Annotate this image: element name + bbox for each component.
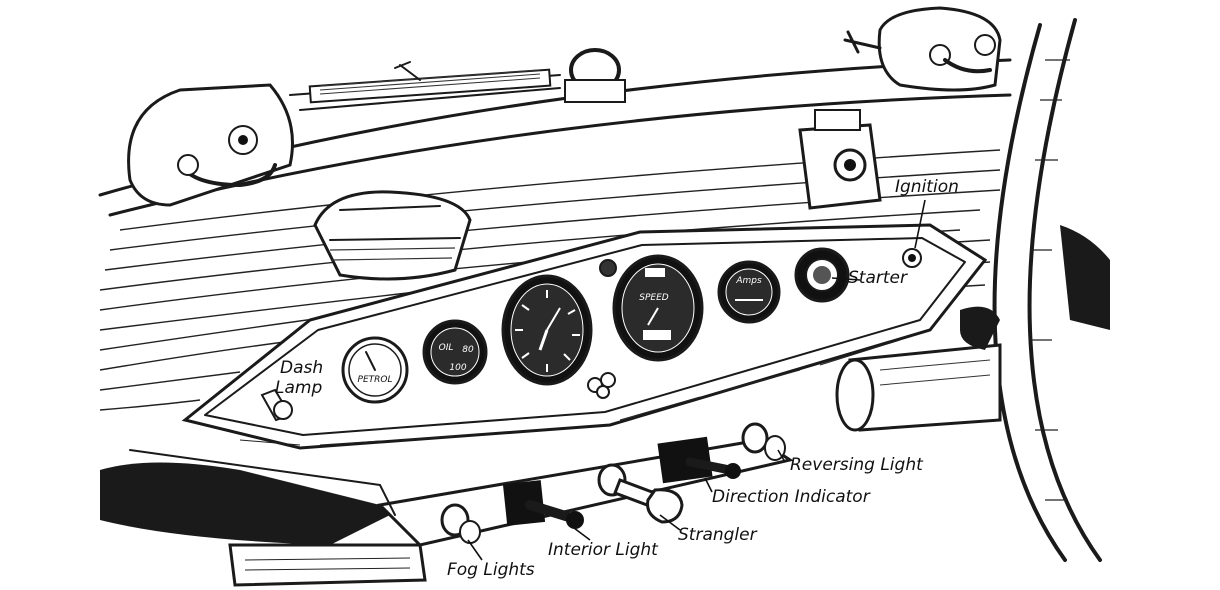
panel-small-knobs <box>587 259 617 399</box>
interior-light-switch <box>502 480 584 529</box>
label-ignition: Ignition <box>895 177 959 197</box>
callout-leader-lines <box>467 199 926 561</box>
petrol-gauge-label: PETROL <box>358 375 393 385</box>
label-strangler: Strangler <box>678 525 758 545</box>
reversing-light-switch <box>741 422 786 461</box>
label-direction-indicator: Direction Indicator <box>712 487 871 507</box>
strangler-knob <box>597 463 684 524</box>
label-reversing-light: Reversing Light <box>790 455 924 475</box>
direction-indicator-switch <box>657 436 741 484</box>
clock-gauge <box>501 274 593 386</box>
petrol-gauge: PETROL <box>341 336 409 404</box>
windscreen-handle <box>564 48 626 103</box>
label-fog-lights: Fog Lights <box>447 560 535 580</box>
oil-gauge: OIL 80 100 <box>422 319 488 385</box>
dash-ashtray <box>313 190 472 281</box>
ammeter-label: Amps <box>735 276 762 286</box>
left-side-lamp <box>127 83 294 207</box>
steering-column <box>835 343 1002 432</box>
oil-gauge-label: OIL <box>439 343 454 353</box>
dash-lamp-switch <box>260 388 293 422</box>
label-starter: Starter <box>848 268 908 288</box>
right-side-lamp <box>843 6 1002 92</box>
speedometer-label: SPEED <box>639 293 669 303</box>
label-dash-lamp-line1: Dash <box>280 358 323 378</box>
shadow-areas <box>100 225 1110 545</box>
ammeter-gauge: Amps <box>717 260 781 324</box>
oil-gauge-value-2: 100 <box>449 363 466 373</box>
oil-gauge-value-1: 80 <box>462 345 474 355</box>
starter-button <box>794 247 850 303</box>
speedometer: SPEED <box>612 254 704 362</box>
ignition-switch <box>902 248 922 268</box>
label-interior-light: Interior Light <box>548 540 659 560</box>
right-dash-lamp <box>798 109 882 210</box>
label-dash-lamp-line2: Lamp <box>275 378 322 398</box>
